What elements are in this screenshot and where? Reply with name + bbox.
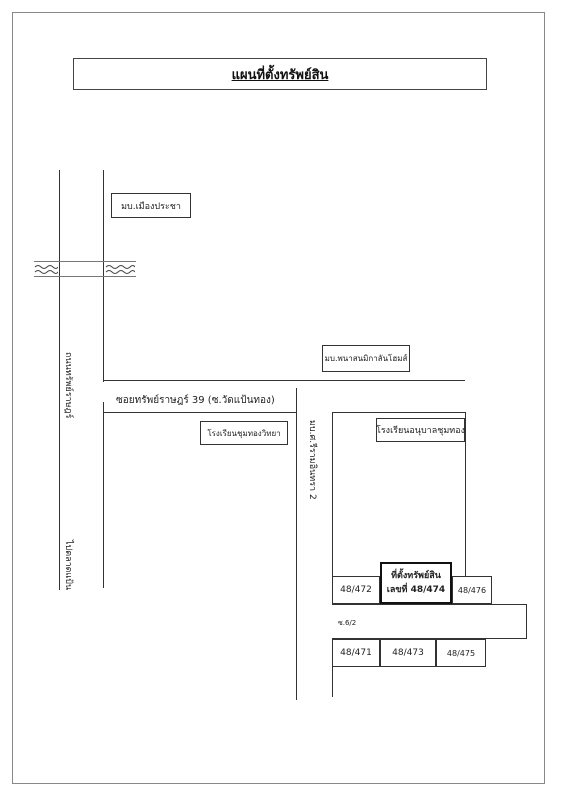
road-label-to-market: ไปตลาดแป้น bbox=[63, 540, 73, 591]
lot-48-473: 48/473 bbox=[380, 639, 436, 667]
road-label-moo-baan: มบ.ศ.รีรามอินทรา 2 bbox=[307, 420, 317, 500]
soi-6-2-road bbox=[332, 604, 527, 639]
place-school-anuban-chumthong: โรงเรียนอนุบาลชุมทอง bbox=[376, 418, 465, 442]
main-road-right-edge-lower bbox=[103, 402, 104, 588]
page-frame bbox=[12, 12, 545, 784]
canal-line-2 bbox=[34, 276, 136, 277]
title-box: แผนที่ตั้งทรัพย์สิน bbox=[73, 58, 487, 90]
canal-line-1 bbox=[34, 261, 136, 262]
place-muang-pracha: มบ.เมืองประชา bbox=[111, 193, 191, 218]
road-label-thanon: ถนนทรัพย์ราษฎร์ bbox=[63, 352, 73, 419]
road-label-soi-6-2: ซ.6/2 bbox=[338, 619, 357, 627]
lot-48-475: 48/475 bbox=[436, 639, 486, 667]
place-pnasonic-homes: มบ.พนาสนมิกาลันโฮมส์ bbox=[322, 345, 410, 372]
target-label-line1: ที่ตั้งทรัพย์สิน bbox=[391, 571, 441, 581]
lot-48-471: 48/471 bbox=[332, 639, 380, 667]
lower-block-edge bbox=[332, 667, 333, 697]
lot-48-472: 48/472 bbox=[332, 576, 380, 604]
main-road-left-edge bbox=[59, 170, 60, 590]
canal-symbol-right bbox=[105, 262, 136, 276]
soi-lower-edge-left bbox=[103, 412, 296, 413]
target-label-line2: เลขที่ 48/474 bbox=[386, 585, 446, 595]
place-school-chumthong-wittaya: โรงเรียนชุมทองวิทยา bbox=[200, 421, 288, 445]
target-property-48-474: ที่ตั้งทรัพย์สิน เลขที่ 48/474 bbox=[380, 562, 452, 604]
soi-upper-edge bbox=[103, 380, 465, 381]
lot-48-476: 48/476 bbox=[452, 576, 492, 604]
map-title: แผนที่ตั้งทรัพย์สิน bbox=[231, 67, 329, 83]
road-label-soi-main: ซอยทรัพย์ราษฎร์ 39 (ซ.วัดแป้นทอง) bbox=[116, 395, 275, 406]
moo-baan-road-right bbox=[332, 412, 333, 576]
soi-lower-edge-right bbox=[332, 412, 465, 413]
canal-symbol-left bbox=[34, 262, 59, 276]
moo-baan-road-left bbox=[296, 388, 297, 700]
right-block-edge bbox=[465, 412, 466, 576]
